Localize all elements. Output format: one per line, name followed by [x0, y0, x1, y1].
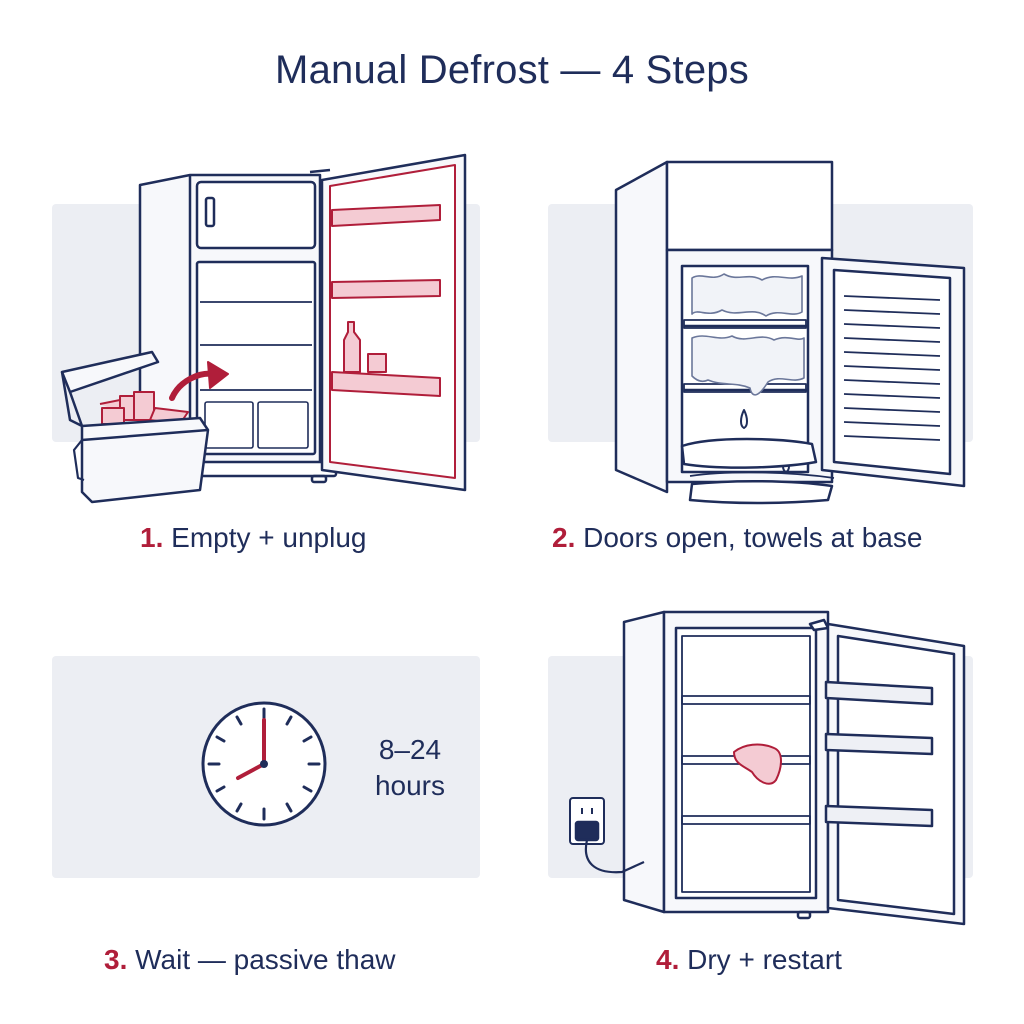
step3-text: Wait — passive thaw [135, 944, 396, 975]
step2-text: Doors open, towels at base [583, 522, 923, 553]
step1-number: 1. [140, 522, 164, 553]
step1-caption: 1. Empty + unplug [140, 522, 366, 554]
freezer-door [820, 256, 966, 488]
page-title: Manual Defrost — 4 Steps [275, 48, 749, 92]
step2-number: 2. [552, 522, 576, 553]
cloth-icon [733, 743, 782, 785]
towel-icon [680, 437, 835, 505]
step4-caption: 4. Dry + restart [656, 944, 842, 976]
step4-text: Dry + restart [687, 944, 842, 975]
frost-icon [691, 273, 805, 396]
step2-illustration [614, 160, 966, 505]
duration-range: 8–24 [378, 734, 442, 765]
step3-caption: 3. Wait — passive thaw [104, 944, 396, 976]
step3-number: 3. [104, 944, 128, 975]
duration-label: 8–24 hours [350, 732, 470, 804]
cooler-icon [60, 350, 210, 504]
step4-illustration [569, 610, 966, 926]
step1-illustration [60, 153, 467, 504]
fridge-door [824, 622, 966, 926]
duration-unit: hours [374, 770, 446, 801]
step4-number: 4. [656, 944, 680, 975]
outlet-icon [569, 797, 645, 874]
step2-caption: 2. Doors open, towels at base [552, 522, 922, 554]
step1-text: Empty + unplug [171, 522, 367, 553]
fridge-icon [622, 610, 830, 920]
clock-icon [201, 701, 327, 827]
fridge-door [309, 153, 467, 492]
